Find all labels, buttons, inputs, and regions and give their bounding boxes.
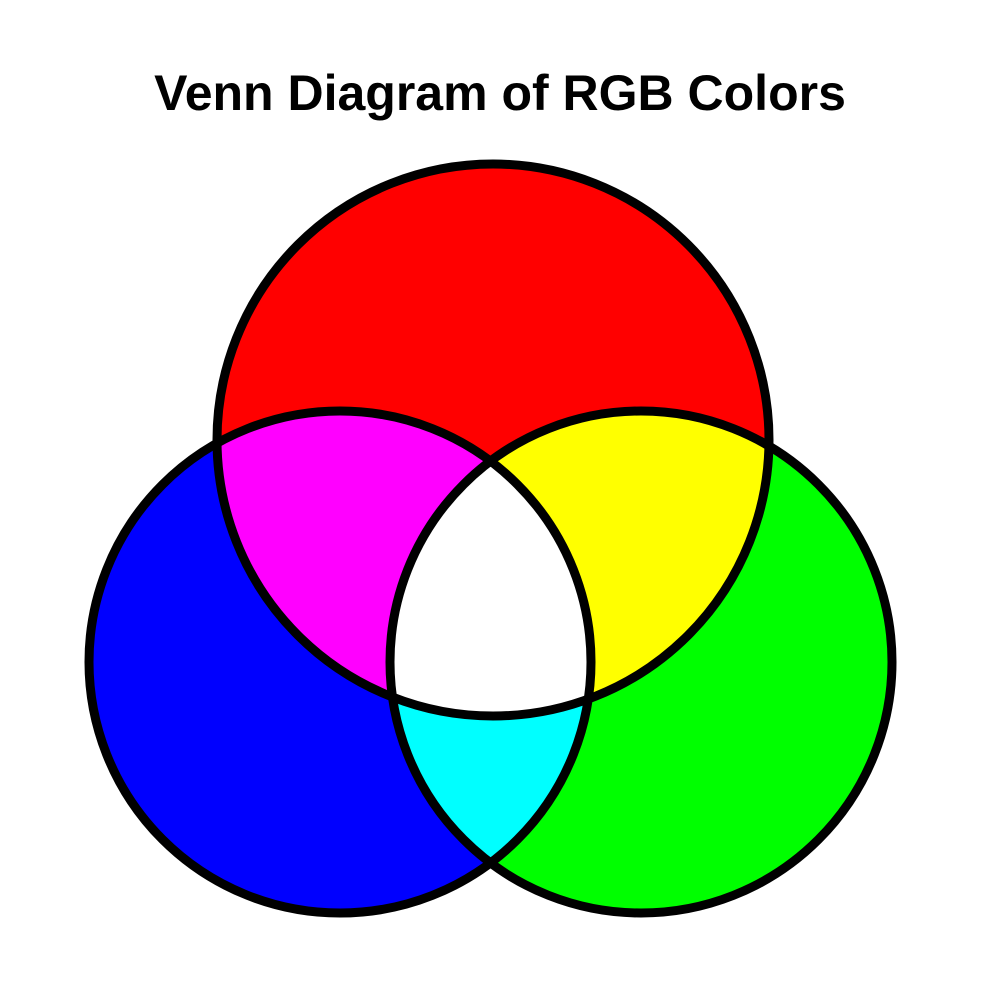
blue-circle-outline bbox=[84, 406, 596, 918]
all-overlap bbox=[390, 411, 591, 716]
diagram-title: Venn Diagram of RGB Colors bbox=[154, 65, 846, 121]
green-circle-outline bbox=[385, 406, 897, 918]
